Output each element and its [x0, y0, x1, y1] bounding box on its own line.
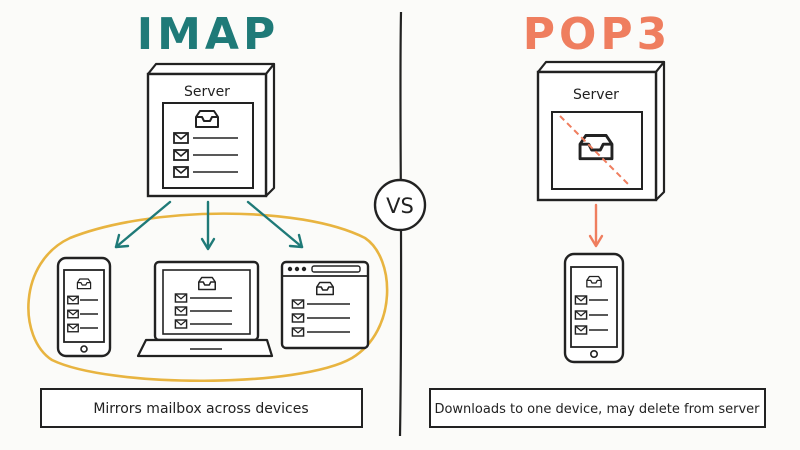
imap-caption: Mirrors mailbox across devices [93, 401, 308, 417]
envelope-icon [574, 310, 588, 320]
imap-arrow-icon [114, 200, 304, 251]
imap-server-label: Server [184, 84, 230, 100]
inbox-tray-icon [198, 276, 216, 291]
envelope-icon [173, 166, 189, 178]
strike-through-line [559, 115, 631, 187]
pop3-server-label: Server [573, 87, 619, 103]
pop3-server-icon: Server [536, 60, 666, 202]
inbox-tray-icon [586, 275, 602, 288]
envelope-icon [67, 295, 79, 305]
envelope-icon [173, 132, 189, 144]
envelope-icon [67, 309, 79, 319]
phone-icon [563, 252, 625, 364]
envelope-icon [291, 313, 305, 323]
envelope-icon [291, 327, 305, 337]
vs-badge: VS [373, 178, 427, 232]
inbox-tray-icon [195, 110, 219, 128]
pop3-title: POP3 [523, 9, 672, 60]
inbox-tray-icon [578, 134, 614, 161]
envelope-icon [174, 293, 188, 303]
device-group-ring [27, 212, 389, 383]
browser-window-icon [280, 260, 370, 350]
inbox-tray-icon [316, 281, 334, 296]
imap-server-icon: Server [146, 62, 276, 198]
pop3-caption-box: Downloads to one device, may delete from… [429, 388, 766, 428]
envelope-icon [574, 295, 588, 305]
envelope-icon [574, 325, 588, 335]
laptop-icon [136, 260, 274, 358]
inbox-tray-icon [76, 278, 92, 290]
imap-caption-box: Mirrors mailbox across devices [40, 388, 363, 428]
envelope-icon [173, 149, 189, 161]
imap-title: IMAP [137, 9, 279, 60]
envelope-icon [67, 323, 79, 333]
pop3-arrow-icon [588, 203, 604, 248]
vs-label: VS [386, 194, 414, 218]
pop3-caption: Downloads to one device, may delete from… [434, 402, 760, 417]
envelope-icon [174, 306, 188, 316]
phone-icon [56, 256, 112, 358]
envelope-icon [291, 299, 305, 309]
envelope-icon [174, 319, 188, 329]
